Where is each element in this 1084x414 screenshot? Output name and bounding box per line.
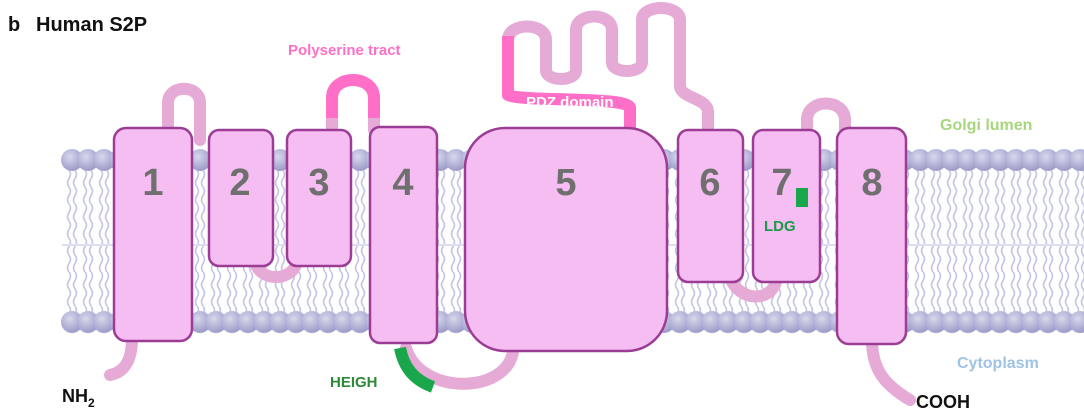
ldg-label: LDG [764, 218, 796, 235]
ldg-motif [796, 188, 808, 207]
helix-1 [114, 128, 192, 341]
n-terminal-tail [110, 338, 132, 375]
helix-8 [837, 128, 906, 344]
helix-7-number: 7 [771, 162, 792, 204]
heigh-label: HEIGH [330, 374, 378, 391]
cytoplasm-label: Cytoplasm [957, 355, 1039, 372]
loop-4-5-pdz [508, 8, 708, 140]
polyserine-tract-label: Polyserine tract [288, 42, 401, 59]
helix-6 [678, 130, 743, 282]
n-terminus-label: NH2 [62, 386, 95, 410]
figure-title: Human S2P [36, 14, 147, 36]
helix-6-number: 6 [699, 162, 720, 204]
helix-4 [370, 127, 437, 343]
loop-7-8 [807, 104, 845, 131]
panel-letter: b [8, 14, 20, 36]
helix-3-number: 3 [308, 162, 329, 204]
pdz-domain-label: PDZ domain [526, 94, 614, 111]
helix-7 [753, 130, 820, 282]
helix-8-number: 8 [861, 162, 882, 204]
helix-2-number: 2 [229, 162, 250, 204]
helix-1-number: 1 [142, 162, 163, 204]
golgi-lumen-label: Golgi lumen [940, 117, 1032, 134]
c-terminus-label: COOH [916, 392, 970, 412]
c-terminal-tail [872, 340, 910, 400]
helix-5-number: 5 [555, 162, 576, 204]
helix-4-number: 4 [392, 162, 413, 204]
polyserine-tract-highlight [332, 80, 374, 118]
